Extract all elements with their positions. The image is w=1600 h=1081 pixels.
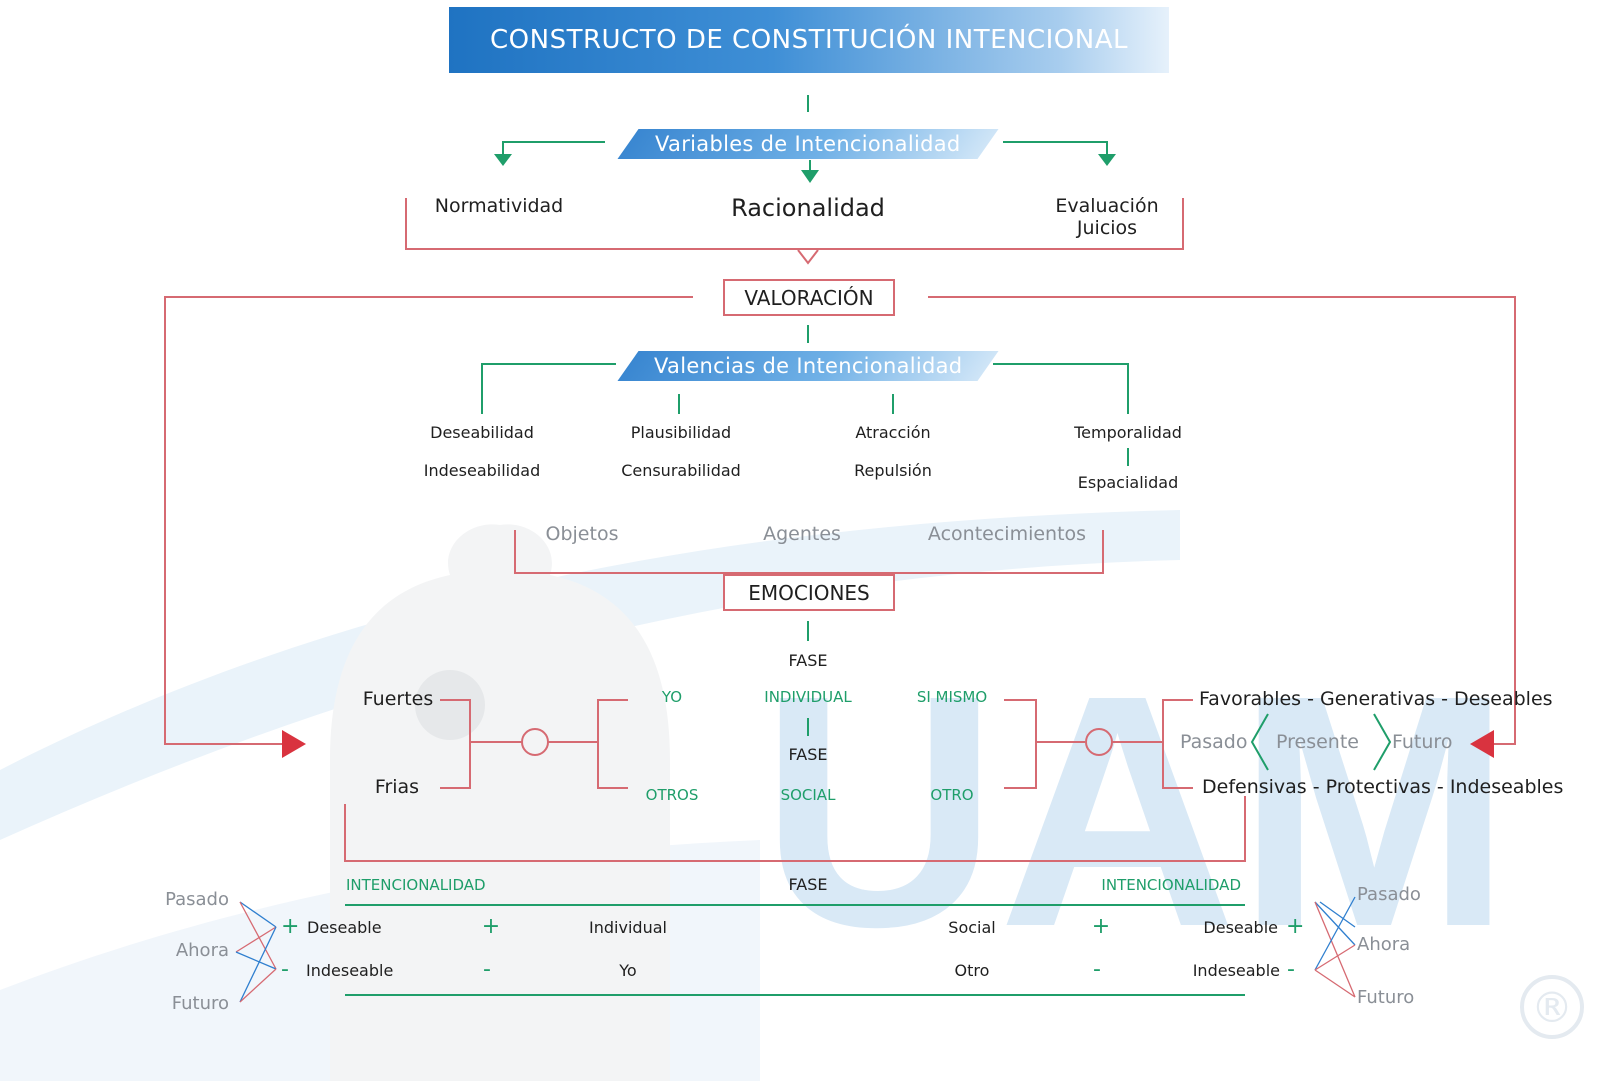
indeseable-left-label: Indeseable <box>306 961 394 980</box>
futuro-right-label: Futuro <box>1392 731 1453 753</box>
watermark-building <box>330 524 670 1081</box>
variables-banner-label: Variables de Intencionalidad <box>655 132 961 156</box>
time-fan-right <box>1314 896 1356 998</box>
social-label: SOCIAL <box>780 786 836 804</box>
red-arrowhead-left <box>282 730 306 758</box>
pasado-right-label: Pasado <box>1180 731 1248 753</box>
fuertes-label: Fuertes <box>362 688 434 710</box>
plausibilidad-label: Plausibilidad <box>630 423 732 442</box>
fase-label-2: FASE <box>788 745 828 764</box>
repulsion-label: Repulsión <box>854 461 932 480</box>
yo-bottom-label: Yo <box>619 961 637 980</box>
valoracion-label: VALORACIÓN <box>744 285 874 310</box>
green-arrow-left <box>502 141 605 155</box>
red-bracket-fav <box>1162 699 1193 789</box>
yo-label: YO <box>661 688 683 706</box>
valoracion-box: VALORACIÓN <box>723 279 895 316</box>
red-bracket-variables <box>405 198 1184 250</box>
registered-mark: ® <box>1520 975 1584 1039</box>
red-loop-right <box>928 296 1516 745</box>
green-arrowhead-center <box>801 170 819 183</box>
red-bracket-yo <box>597 699 628 789</box>
green-arrowhead-left <box>494 154 512 166</box>
evaluacion-label: Evaluación <box>1055 195 1159 217</box>
green-bracket-right <box>993 363 1129 414</box>
otros-label: OTROS <box>645 786 699 804</box>
deseable-right-label: Deseable <box>1203 918 1278 937</box>
normatividad-label: Normatividad <box>434 195 564 217</box>
indeseable-right-label: Indeseable <box>1192 961 1280 980</box>
juicios-label: Juicios <box>1076 217 1138 239</box>
time-fan-left <box>235 901 277 1003</box>
intencionalidad-right-label: INTENCIONALIDAD <box>1101 876 1241 894</box>
green-time-right <box>1373 713 1392 771</box>
green-arrow-right <box>1003 141 1108 155</box>
deseable-left-label: Deseable <box>307 918 382 937</box>
ahora-left-label: Ahora <box>175 940 229 961</box>
watermark-clock <box>415 670 485 740</box>
minus-right-1: - <box>1093 957 1101 982</box>
individual-bottom-label: Individual <box>589 918 667 937</box>
futuro-right-time-label: Futuro <box>1357 987 1415 1008</box>
red-bracket-simismo <box>1004 699 1037 789</box>
emociones-label: EMOCIONES <box>748 580 870 605</box>
frias-label: Frias <box>374 776 420 798</box>
atraccion-label: Atracción <box>855 423 931 442</box>
minus-right-2: - <box>1287 957 1295 982</box>
red-bracket-fuertes <box>440 699 471 789</box>
ahora-right-label: Ahora <box>1357 934 1411 955</box>
acontecimientos-label: Acontecimientos <box>927 523 1087 545</box>
green-time-left <box>1250 713 1269 771</box>
fase-label-1: FASE <box>788 651 828 670</box>
red-circle-left <box>521 728 549 756</box>
pasado-right-time-label: Pasado <box>1357 884 1421 905</box>
fase-bottom-label: FASE <box>788 875 828 894</box>
red-circle-right <box>1085 728 1113 756</box>
plus-left-2: + <box>481 914 501 939</box>
emociones-box: EMOCIONES <box>723 574 895 611</box>
espacialidad-label: Espacialidad <box>1077 473 1179 492</box>
red-bracket-objetos <box>514 530 1104 574</box>
valencias-banner: Valencias de Intencionalidad <box>617 351 999 381</box>
si-mismo-label: SI MISMO <box>916 688 988 706</box>
title: CONSTRUCTO DE CONSTITUCIÓN INTENCIONAL <box>490 25 1128 55</box>
defensivas-label: Defensivas - Protectivas - Indeseables <box>1202 776 1564 798</box>
variables-banner: Variables de Intencionalidad <box>617 129 999 159</box>
minus-left-1: - <box>281 957 289 982</box>
red-arrowhead-right <box>1470 730 1494 758</box>
social-bottom-label: Social <box>948 918 996 937</box>
presente-label: Presente <box>1276 731 1359 753</box>
futuro-left-label: Futuro <box>171 993 229 1014</box>
plus-right-1: + <box>1091 914 1111 939</box>
intencionalidad-left-label: INTENCIONALIDAD <box>346 876 486 894</box>
individual-label: INDIVIDUAL <box>764 688 852 706</box>
temporalidad-label: Temporalidad <box>1074 423 1182 442</box>
indeseabilidad-label: Indeseabilidad <box>423 461 541 480</box>
minus-left-2: - <box>483 957 491 982</box>
red-bracket-bottom <box>344 796 1246 862</box>
otro-label: OTRO <box>930 786 974 804</box>
plus-left-1: + <box>281 914 300 939</box>
censurabilidad-label: Censurabilidad <box>621 461 741 480</box>
watermark-text: UAM <box>760 626 1512 995</box>
otro-bottom-label: Otro <box>954 961 990 980</box>
title-banner: CONSTRUCTO DE CONSTITUCIÓN INTENCIONAL <box>449 7 1169 73</box>
valencias-banner-label: Valencias de Intencionalidad <box>653 354 963 378</box>
agentes-label: Agentes <box>763 523 841 545</box>
red-loop-left <box>164 296 693 745</box>
objetos-label: Objetos <box>545 523 619 545</box>
favorables-label: Favorables - Generativas - Deseables <box>1199 688 1553 710</box>
green-arrowhead-right <box>1098 154 1116 166</box>
green-bracket-left <box>481 363 616 414</box>
red-chevron <box>797 249 819 265</box>
pasado-left-label: Pasado <box>165 889 229 910</box>
racionalidad-label: Racionalidad <box>731 194 885 222</box>
deseabilidad-label: Deseabilidad <box>430 423 534 442</box>
plus-right-2: + <box>1286 914 1305 939</box>
watermark-swoosh <box>0 510 1180 840</box>
